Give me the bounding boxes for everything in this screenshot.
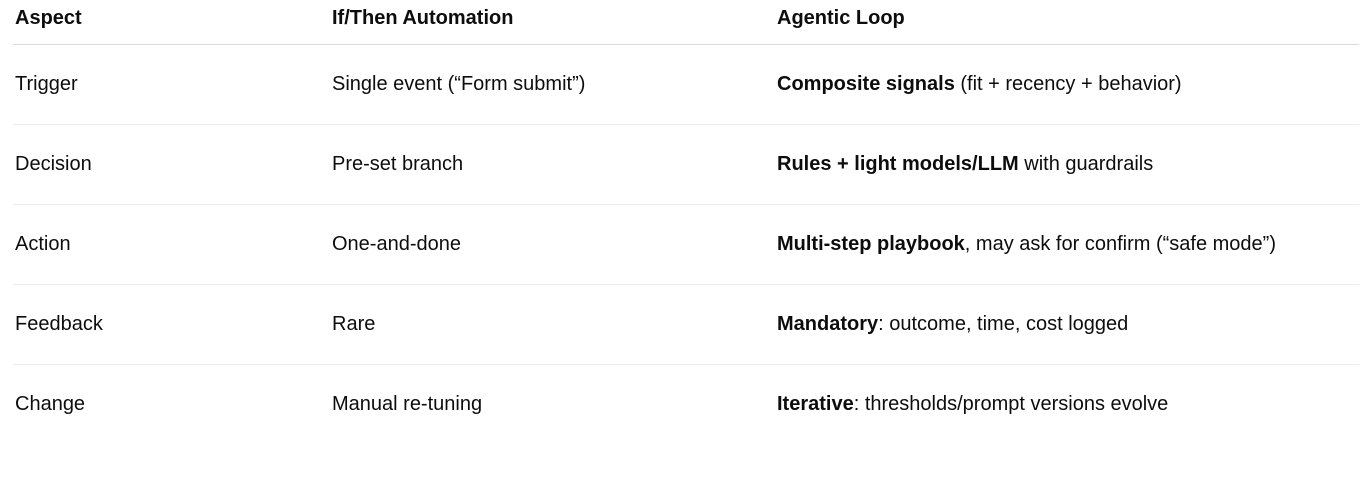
cell-text: Rare: [332, 313, 376, 335]
table-body: Trigger Single event (“Form submit”) Compo…: [13, 45, 1359, 444]
cell-text: : outcome, time, cost logged: [878, 313, 1129, 335]
comparison-table-container: Aspect If/Then Automation Agentic Loop T…: [13, 0, 1359, 444]
table-cell: Decision: [13, 124, 330, 205]
table-cell: Change: [13, 364, 330, 444]
cell-text: One-and-done: [332, 233, 461, 255]
table-header-row: Aspect If/Then Automation Agentic Loop: [13, 0, 1359, 45]
table-row: Trigger Single event (“Form submit”) Compo…: [13, 45, 1359, 125]
table-cell: Multi-step playbook, may ask for confirm…: [775, 204, 1359, 285]
table-cell: Manual re-tuning: [330, 364, 775, 444]
table-row: Feedback Rare Mandatory: outcome, time, co…: [13, 284, 1359, 365]
column-header-agentic-loop: Agentic Loop: [775, 0, 1359, 45]
table-cell: One-and-done: [330, 204, 775, 285]
table-row: Change Manual re-tuning Iterative: thresho…: [13, 364, 1359, 444]
table-cell: Rules + light models/LLM with guardrails: [775, 124, 1359, 205]
comparison-table: Aspect If/Then Automation Agentic Loop T…: [13, 0, 1359, 444]
table-cell: Trigger: [13, 45, 330, 125]
cell-text: Single event (“Form submit”): [332, 73, 586, 95]
table-cell: Feedback: [13, 284, 330, 365]
table-row: Decision Pre-set branch Rules + light mode…: [13, 124, 1359, 205]
cell-text: with guardrails: [1018, 153, 1154, 175]
table-cell: Mandatory: outcome, time, cost logged: [775, 284, 1359, 365]
cell-text-bold: Composite signals: [777, 73, 955, 95]
cell-text: Decision: [15, 153, 92, 175]
cell-text-bold: Iterative: [777, 393, 854, 415]
cell-text: , may ask for confirm (“safe mode”): [964, 233, 1276, 255]
cell-text-bold: Multi-step playbook: [777, 233, 965, 255]
cell-text: Trigger: [15, 73, 78, 95]
cell-text: Manual re-tuning: [332, 393, 483, 415]
cell-text: Action: [15, 233, 71, 255]
table-cell: Composite signals (fit + recency + behav…: [775, 45, 1359, 125]
table-header: Aspect If/Then Automation Agentic Loop: [13, 0, 1359, 45]
cell-text-bold: Mandatory: [777, 313, 879, 335]
table-cell: Rare: [330, 284, 775, 365]
table-cell: Action: [13, 204, 330, 285]
cell-text: Change: [15, 393, 86, 415]
table-cell: Iterative: thresholds/prompt versions ev…: [775, 364, 1359, 444]
cell-text: Feedback: [15, 313, 103, 335]
table-row: Action One-and-done Multi-step playbook, m…: [13, 204, 1359, 285]
column-header-ifthen-automation: If/Then Automation: [330, 0, 775, 45]
cell-text: : thresholds/prompt versions evolve: [853, 393, 1169, 415]
cell-text: Pre-set branch: [332, 153, 464, 175]
table-cell: Pre-set branch: [330, 124, 775, 205]
cell-text-bold: Rules + light models/LLM: [777, 153, 1019, 175]
cell-text: (fit + recency + behavior): [954, 73, 1182, 95]
column-header-aspect: Aspect: [13, 0, 330, 45]
table-cell: Single event (“Form submit”): [330, 45, 775, 125]
